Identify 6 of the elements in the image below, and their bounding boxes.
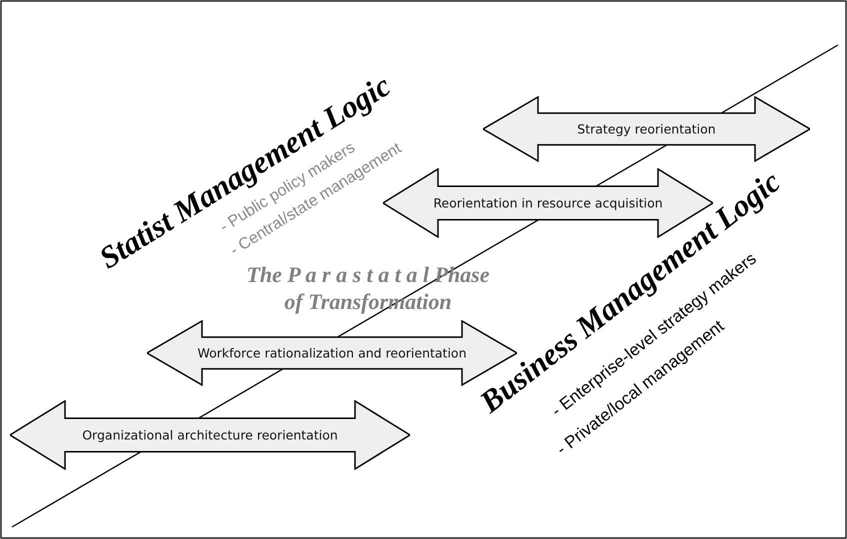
arrow-label: Strategy reorientation xyxy=(576,122,717,136)
double-arrow-shape xyxy=(10,400,410,470)
arrow-label: Reorientation in resource acquisition xyxy=(432,196,664,210)
arrow-label: Organizational architecture reorientation xyxy=(81,428,339,442)
double-arrow-shape xyxy=(483,96,810,162)
arrow-label: Workforce rationalization and reorientation xyxy=(196,346,468,360)
